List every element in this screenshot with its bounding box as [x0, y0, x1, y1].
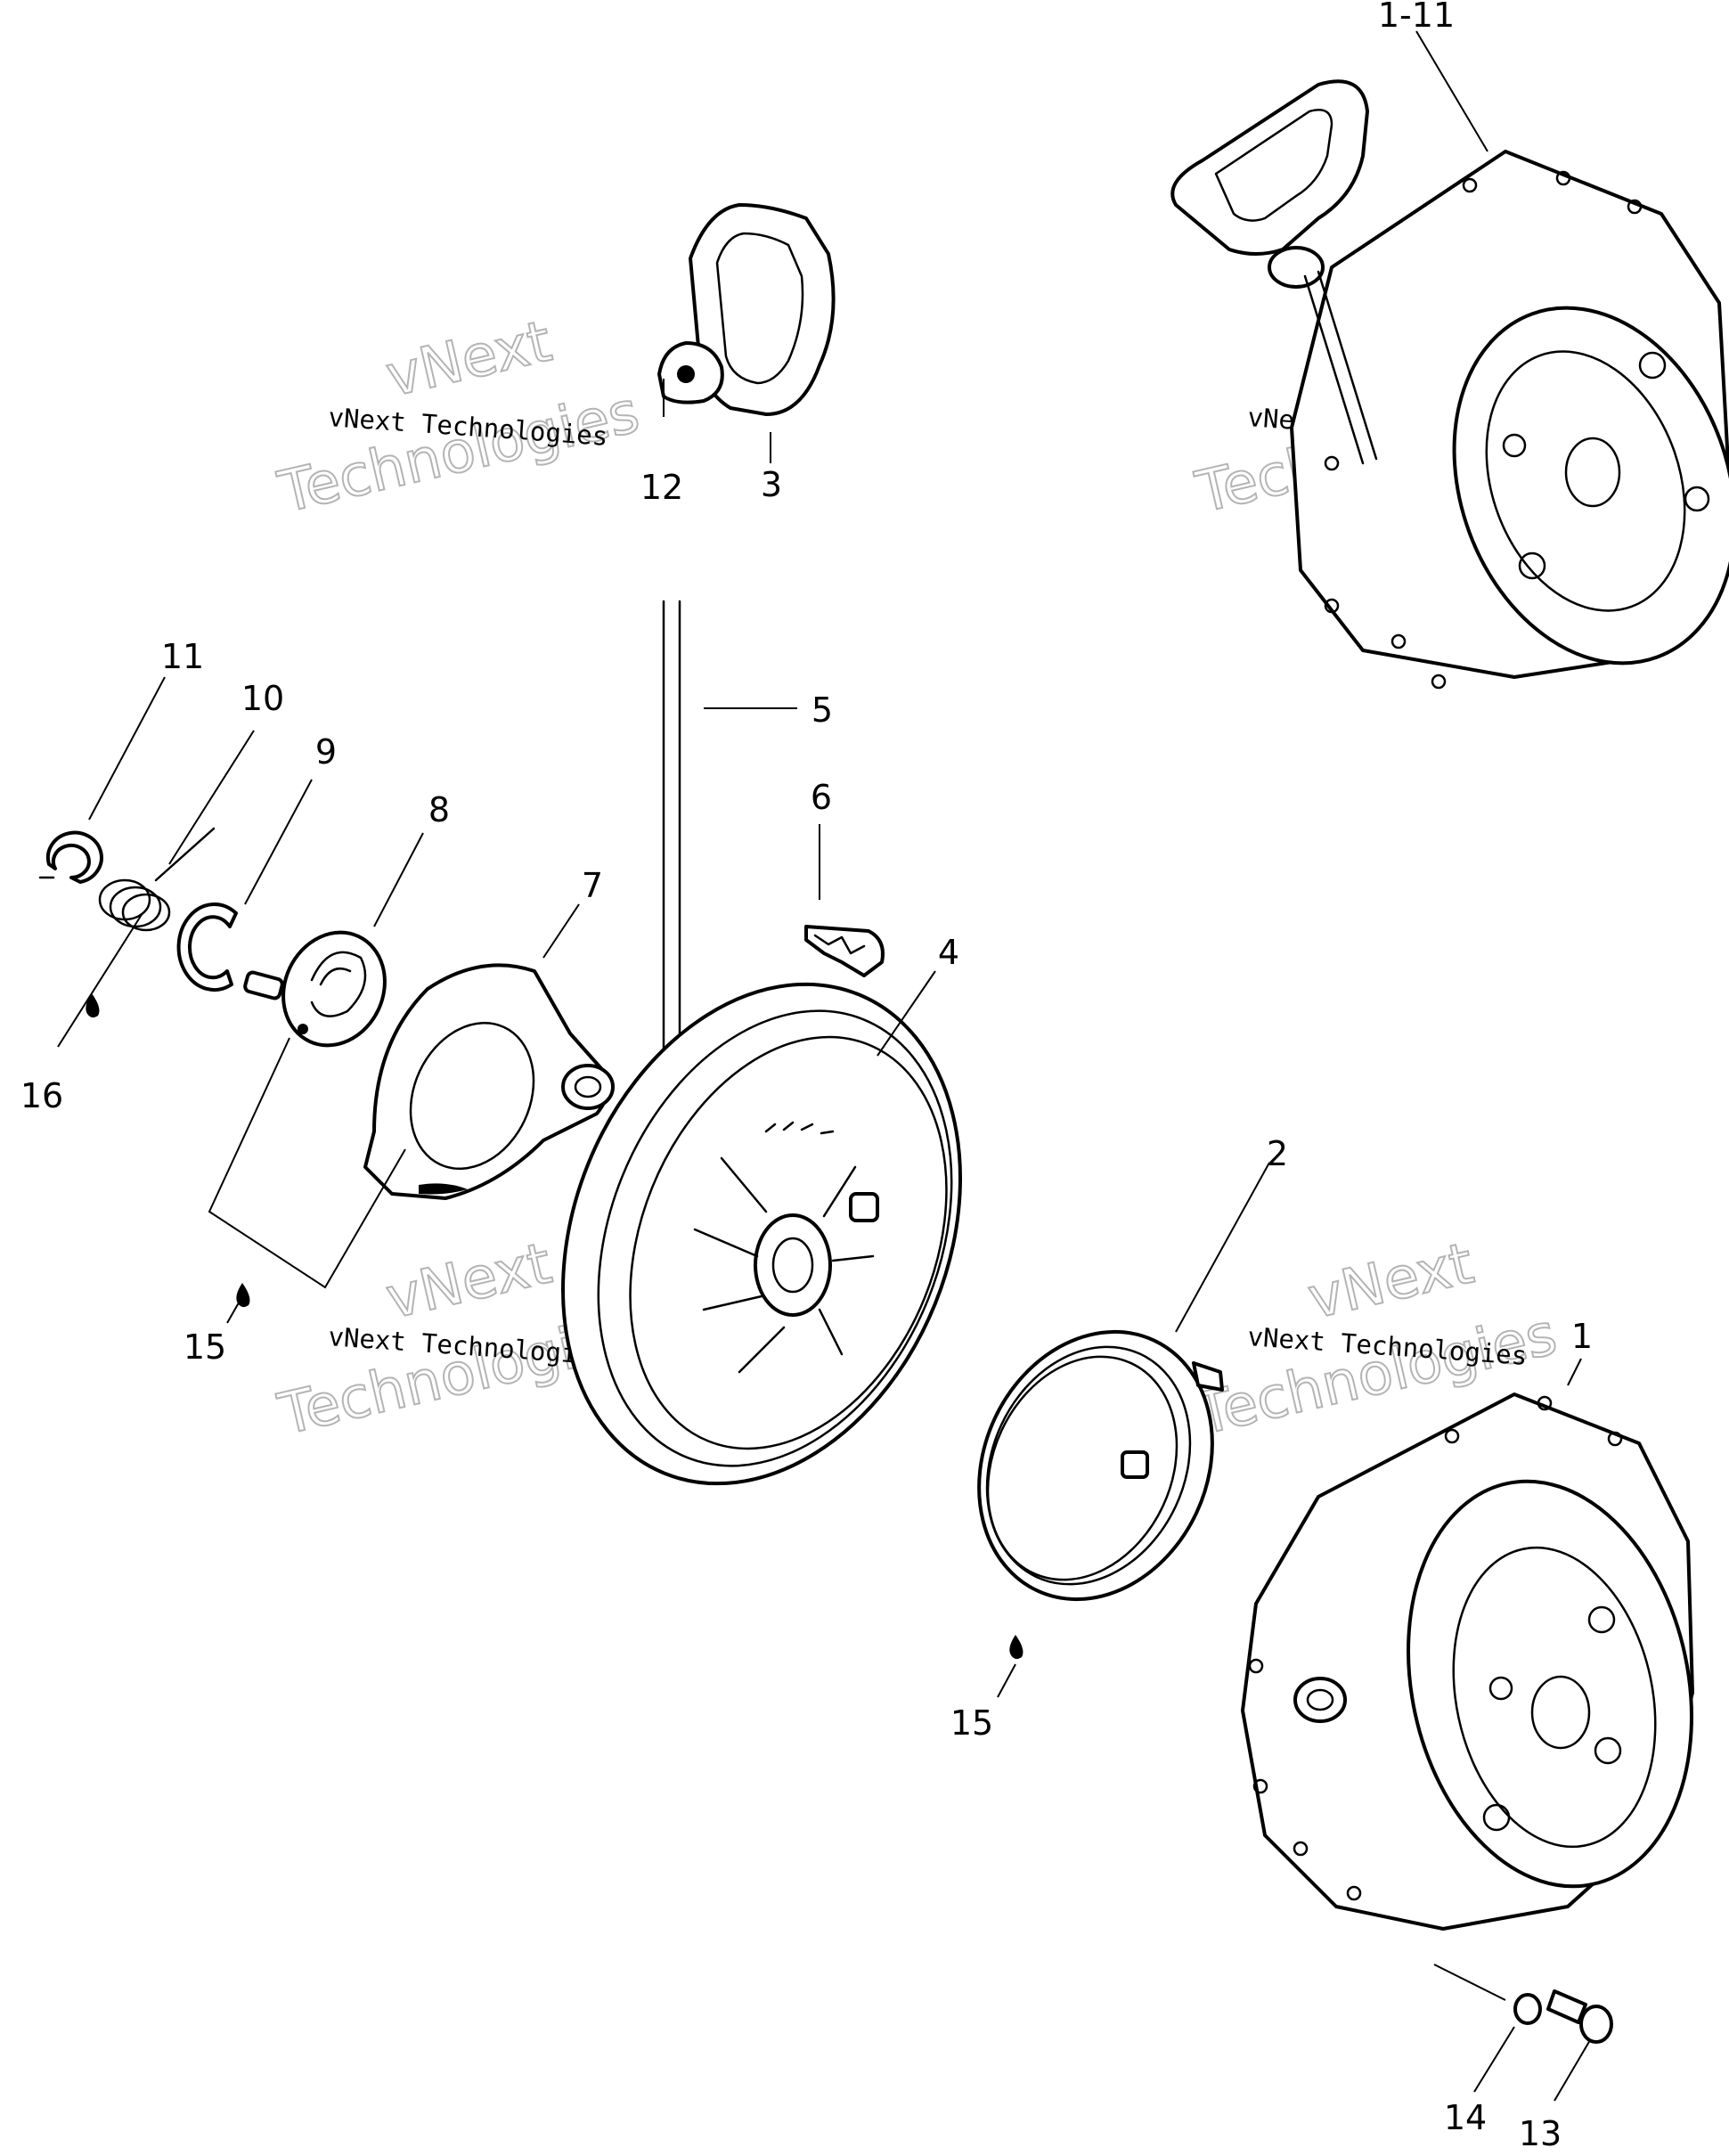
- callout-8: 8: [428, 790, 450, 829]
- watermark-line1: vNext: [380, 308, 558, 410]
- callout-10: 10: [241, 679, 284, 718]
- starter-housing-drawing: [1241, 1392, 1694, 1931]
- callout-14: 14: [1444, 2098, 1487, 2137]
- grease-drop-icon: [1009, 1635, 1024, 1660]
- callout-5: 5: [811, 690, 833, 730]
- callout-4: 4: [938, 933, 959, 972]
- pulley-cover-drawing: [363, 963, 615, 1200]
- callout-13: 13: [1519, 2114, 1562, 2153]
- grease-drop-icon: [86, 993, 100, 1018]
- watermark-line1: vNext: [380, 1230, 558, 1332]
- screw-drawing: [1546, 1989, 1613, 2044]
- callout-9: 9: [315, 732, 337, 772]
- leader-lines: [57, 30, 1591, 2102]
- rope-lock-drawing: [804, 925, 885, 977]
- watermark-line2: Technologies: [273, 380, 645, 527]
- pulley-drawing: [561, 982, 962, 1486]
- assembled-starter-drawing: [1170, 79, 1729, 690]
- watermark-top-left: vNext Technologies vNext Technologies: [272, 307, 646, 527]
- callout-3: 3: [761, 465, 782, 504]
- callout-1-11: 1-11: [1378, 0, 1455, 35]
- pawl-drawing: [243, 930, 387, 1048]
- retaining-ring-drawing: [176, 902, 238, 992]
- callout-7: 7: [582, 866, 603, 905]
- callout-12: 12: [640, 468, 683, 507]
- callout-6: 6: [811, 778, 832, 817]
- watermark-line1: vNext: [1302, 1230, 1480, 1332]
- recoil-spring-drawing: [977, 1329, 1224, 1602]
- callout-11: 11: [161, 637, 204, 676]
- circlip-drawing: [38, 830, 103, 884]
- callout-15: 15: [184, 1327, 226, 1367]
- callout-16: 16: [20, 1076, 63, 1115]
- callout-15: 15: [950, 1703, 993, 1743]
- lock-washer-drawing: [1513, 1993, 1542, 2025]
- spring-drawing: [98, 827, 216, 932]
- callout-2: 2: [1267, 1134, 1288, 1173]
- callout-1: 1: [1571, 1317, 1593, 1356]
- starter-handle-drawing: [657, 203, 836, 416]
- starter-rope-drawing: [662, 600, 681, 1051]
